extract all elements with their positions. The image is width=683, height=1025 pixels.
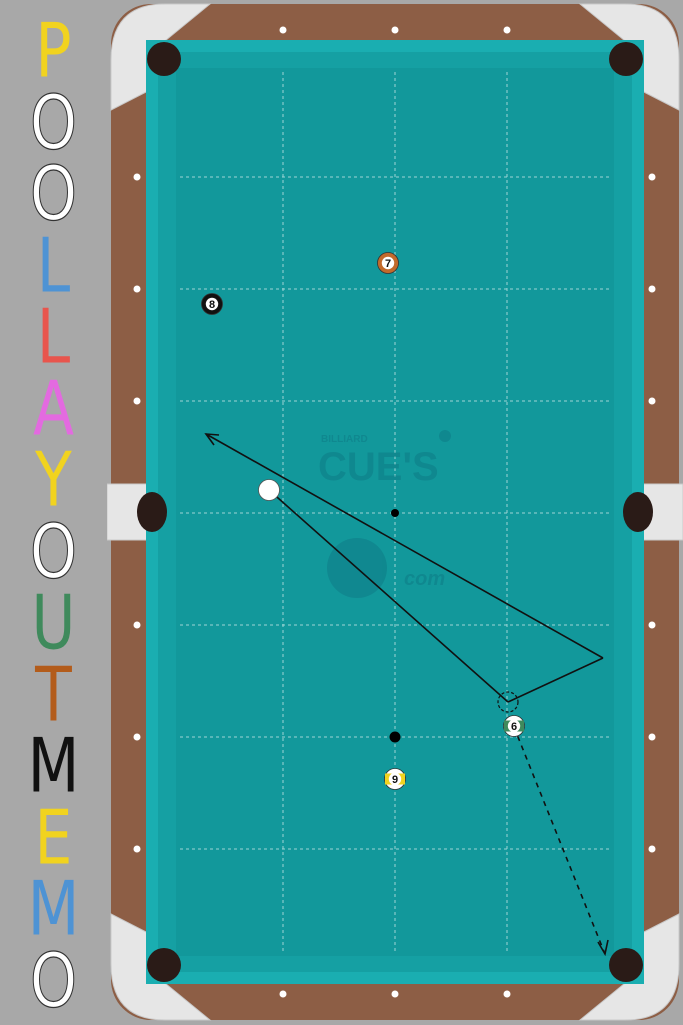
ball-number-disc bbox=[381, 256, 395, 270]
title-letter: A bbox=[32, 365, 75, 453]
ball-number: 7 bbox=[385, 258, 391, 270]
title-letter: U bbox=[31, 579, 76, 668]
title-letter: L bbox=[36, 222, 71, 310]
title-letter: E bbox=[34, 794, 73, 882]
ball-number-disc bbox=[507, 719, 521, 733]
ghost-ball bbox=[497, 691, 519, 713]
title-letter: O bbox=[29, 79, 78, 167]
cue-ball[interactable] bbox=[258, 479, 280, 501]
object-balls: 7 8 6 9 bbox=[201, 252, 525, 790]
pockets bbox=[137, 42, 653, 982]
title-letter: O bbox=[29, 150, 78, 239]
title-letter: M bbox=[27, 722, 80, 811]
watermark-small: BILLIARD bbox=[321, 434, 368, 445]
object-ball-path bbox=[513, 726, 606, 955]
title-letter: T bbox=[35, 651, 72, 739]
watermark-large: CUE'S bbox=[318, 445, 439, 489]
title-letter: P bbox=[35, 7, 72, 96]
title-letter: L bbox=[36, 293, 71, 382]
pocket-plates bbox=[107, 3, 683, 1021]
rail-diamonds bbox=[133, 26, 656, 998]
ball-number-disc bbox=[388, 772, 402, 786]
ball-number-disc bbox=[205, 297, 219, 311]
title-letter: Y bbox=[35, 436, 72, 525]
foot-spot bbox=[389, 731, 401, 743]
ball-number: 6 bbox=[511, 721, 517, 733]
title-letter: O bbox=[29, 508, 78, 596]
center-spot bbox=[391, 509, 399, 517]
shot-path bbox=[204, 433, 604, 703]
title-letter: O bbox=[29, 937, 78, 1025]
ball-number: 9 bbox=[392, 774, 398, 786]
ball-9[interactable]: 9 bbox=[384, 768, 406, 790]
title-letter: M bbox=[27, 865, 80, 954]
ball-6[interactable]: 6 bbox=[503, 715, 525, 737]
watermark-brand: com bbox=[404, 568, 445, 590]
ball-number: 8 bbox=[209, 299, 215, 311]
ball-7[interactable]: 7 bbox=[377, 252, 399, 274]
arrow-head-object bbox=[597, 939, 609, 957]
ball-8[interactable]: 8 bbox=[201, 293, 223, 315]
pool-table: BILLIARD CUE'S com 7 8 6 9 bbox=[107, 3, 683, 1021]
arrow-head-cue bbox=[204, 433, 220, 446]
